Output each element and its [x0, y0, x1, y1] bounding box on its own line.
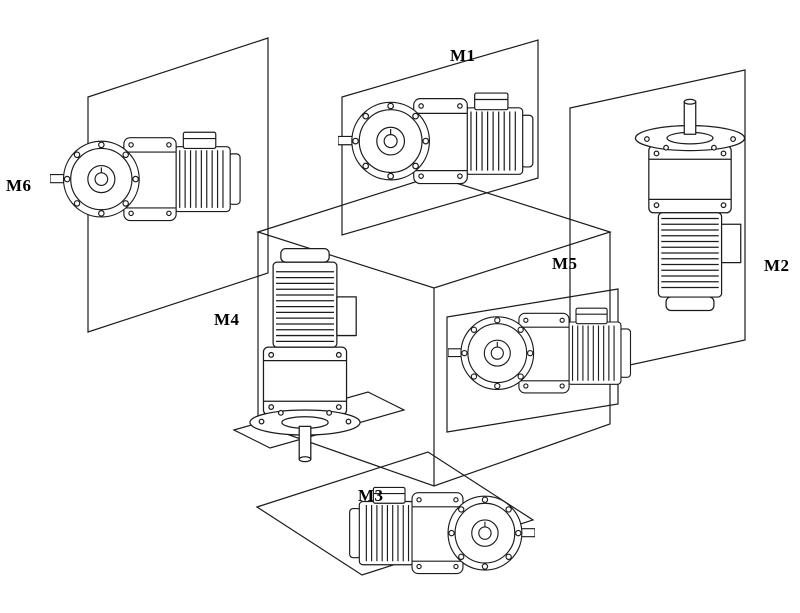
- gear-motor-m1: [338, 92, 534, 185]
- gear-motor-m4: [249, 247, 361, 463]
- label-m5: M5: [552, 254, 578, 273]
- label-m2: M2: [764, 256, 790, 275]
- label-m3: M3: [358, 486, 384, 505]
- gear-motor-m6: [50, 131, 241, 222]
- label-m4: M4: [214, 310, 240, 329]
- mounting-plane-m2: [569, 69, 746, 379]
- mounting-plane-m3: [255, 451, 535, 576]
- mounting-plane-m1: [341, 39, 539, 236]
- mounting-plane-m5: [446, 288, 619, 433]
- label-m1: M1: [450, 46, 476, 65]
- gear-motor-m5: [448, 307, 632, 394]
- gear-motor-m2: [634, 98, 746, 312]
- label-m6: M6: [6, 176, 32, 195]
- mounting-plane-m6: [87, 37, 269, 333]
